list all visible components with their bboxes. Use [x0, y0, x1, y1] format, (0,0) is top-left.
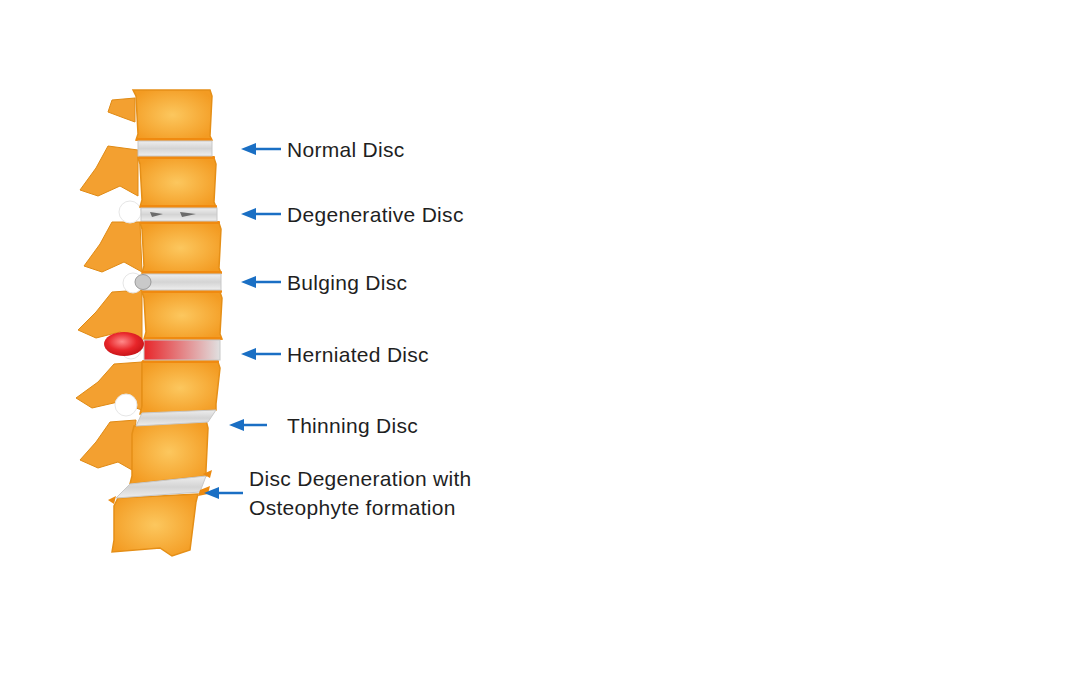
thinning-disc	[136, 410, 216, 426]
normal-disc	[138, 141, 212, 156]
part-label: Herniated Disc	[287, 340, 547, 369]
intervertebral-discs	[104, 141, 221, 504]
foramina	[115, 201, 143, 416]
bulging-disc	[143, 274, 221, 290]
osteophyte	[108, 470, 212, 504]
herniated-disc	[144, 340, 220, 360]
part-label: Thinning Disc	[287, 411, 547, 440]
leader-arrows	[204, 143, 281, 499]
degenerated-disc	[116, 476, 206, 498]
part-label: Bulging Disc	[287, 268, 547, 297]
part-label: Disc Degeneration with Osteophyte format…	[249, 464, 521, 522]
part-label: Normal Disc	[287, 135, 547, 164]
endplates	[136, 138, 222, 363]
degenerative-disc	[141, 208, 217, 221]
herniation	[104, 332, 144, 356]
vertebral-bodies	[112, 90, 222, 556]
disc-fissure	[150, 212, 196, 217]
part-label: Degenerative Disc	[287, 200, 547, 229]
posterior-elements	[76, 98, 142, 470]
disc-bulge	[135, 275, 151, 290]
